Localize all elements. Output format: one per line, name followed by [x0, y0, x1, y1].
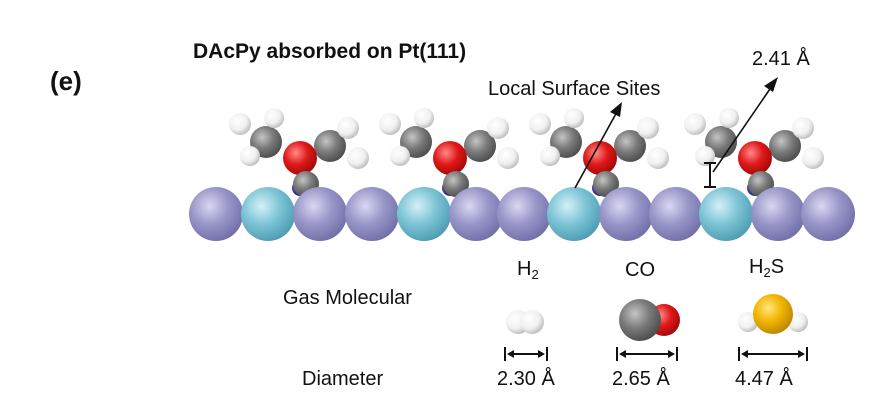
- pt-atom: [345, 187, 399, 241]
- hydrogen-atom: [240, 146, 260, 166]
- hydrogen-atom: [788, 312, 808, 332]
- diameter-bracket: [616, 347, 678, 361]
- local-site-atom: [699, 187, 753, 241]
- dacpy-molecule: [684, 108, 824, 197]
- carbon-atom: [443, 171, 469, 197]
- pt-atom: [751, 187, 805, 241]
- adsorption-distance-label: 2.41 Å: [752, 48, 810, 70]
- hydrogen-atom: [647, 147, 669, 169]
- carbon-atom: [593, 171, 619, 197]
- distance-marker: [704, 162, 716, 188]
- carbon-atom: [314, 130, 346, 162]
- diameter-value-h2: 2.30 Å: [497, 368, 555, 390]
- h2s-molecule: [738, 294, 808, 334]
- hydrogen-atom: [487, 117, 509, 139]
- hydrogen-atom: [792, 117, 814, 139]
- carbon-atom: [769, 130, 801, 162]
- hydrogen-atom: [529, 113, 551, 135]
- oxygen-atom: [283, 141, 317, 175]
- hydrogen-atom: [414, 108, 434, 128]
- dacpy-molecule: [379, 108, 519, 197]
- diameter-bracket: [738, 347, 808, 361]
- local-sites-arrow: [574, 102, 622, 189]
- local-surface-sites-label: Local Surface Sites: [488, 78, 661, 100]
- pt-atom: [599, 187, 653, 241]
- oxygen-atom: [433, 141, 467, 175]
- carbon-atom: [464, 130, 496, 162]
- oxygen-atom: [583, 141, 617, 175]
- diameter-value-co: 2.65 Å: [612, 368, 670, 390]
- hydrogen-atom: [695, 146, 715, 166]
- pt-surface: [189, 187, 855, 241]
- hydrogen-atom: [229, 113, 251, 135]
- hydrogen-atom: [390, 146, 410, 166]
- carbon-atom: [619, 299, 661, 341]
- pt-atom: [449, 187, 503, 241]
- hydrogen-atom: [379, 113, 401, 135]
- hydrogen-atom: [719, 108, 739, 128]
- gas-name-h2: H2: [517, 258, 539, 282]
- hydrogen-atom: [540, 146, 560, 166]
- pt-atom: [189, 187, 243, 241]
- local-site-atom: [397, 187, 451, 241]
- gas-molecular-label: Gas Molecular: [283, 287, 412, 309]
- figure-title: DAcPy absorbed on Pt(111): [193, 40, 467, 63]
- oxygen-atom: [738, 141, 772, 175]
- diameter-bracket: [504, 347, 548, 361]
- pt-atom: [497, 187, 551, 241]
- dacpy-molecule: [229, 108, 369, 197]
- gas-name-h2s: H2S: [749, 256, 785, 280]
- distance-arrow: [712, 77, 778, 173]
- co-molecule: [619, 299, 680, 341]
- sulfur-atom: [753, 294, 793, 334]
- hydrogen-atom: [497, 147, 519, 169]
- diameter-label: Diameter: [302, 368, 384, 390]
- hydrogen-atom: [337, 117, 359, 139]
- hydrogen-atom: [347, 147, 369, 169]
- local-site-atom: [547, 187, 601, 241]
- pt-atom: [649, 187, 703, 241]
- pt-atom: [801, 187, 855, 241]
- hydrogen-atom: [738, 312, 758, 332]
- hydrogen-atom: [684, 113, 706, 135]
- hydrogen-atom: [264, 108, 284, 128]
- panel-label: (e): [50, 66, 82, 96]
- hydrogen-atom: [802, 147, 824, 169]
- diameter-value-h2s: 4.47 Å: [735, 368, 793, 390]
- hydrogen-atom: [637, 117, 659, 139]
- h2-molecule: [506, 310, 544, 334]
- hydrogen-atom: [564, 108, 584, 128]
- hydrogen-atom: [520, 310, 544, 334]
- dacpy-molecule: [529, 108, 669, 197]
- gas-name-co: CO: [625, 259, 655, 281]
- local-site-atom: [241, 187, 295, 241]
- pt-atom: [293, 187, 347, 241]
- carbon-atom: [614, 130, 646, 162]
